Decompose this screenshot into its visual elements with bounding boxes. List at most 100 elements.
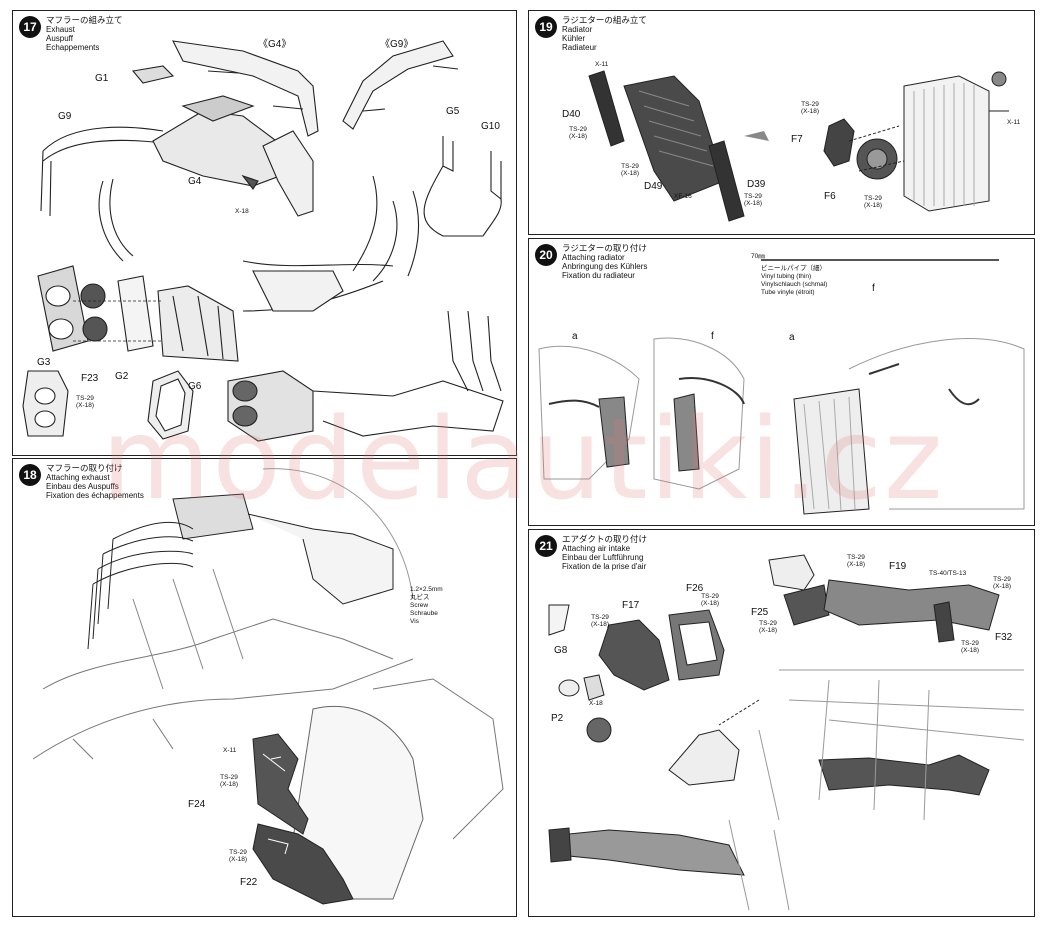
step-title-en: Attaching exhaust [46,473,110,482]
step-17-panel: 17 マフラーの組み立て Exhaust Auspuff Echappement… [12,10,517,456]
label-a2: a [789,332,795,343]
label-F26: F26 [686,583,704,594]
label-ts29a: TS-29 (X-18) [569,126,588,140]
step-title-fr: Fixation des échappements [46,491,144,500]
label-g4-ref: 《G4》 [258,39,292,50]
label-f1: f [711,331,714,342]
label-ts29e: TS-29 (X-18) [759,620,778,634]
air-intake-drawing [548,554,1025,911]
tube-de: Vinylschlauch (schmal) [761,281,828,288]
step-21-panel: 21 エアダクトの取り付け Attaching air intake Einba… [528,529,1035,917]
label-ts29b: TS-29 (X-18) [229,849,248,863]
label-G10: G10 [481,121,500,132]
label-F6: F6 [824,191,836,202]
label-D49: D49 [644,181,663,192]
screw-size: 1.2×2.5mm [410,586,443,593]
label-G1: G1 [95,73,109,84]
label-G6: G6 [188,381,202,392]
label-F7: F7 [791,134,803,145]
screw-en: Screw [410,602,429,609]
tube-size: 70㎜ [751,253,765,260]
step-number: 20 [535,244,557,266]
label-F22: F22 [240,877,258,888]
label-a1: a [572,331,578,342]
label-F32: F32 [995,632,1013,643]
step-title-fr: Echappements [46,43,100,52]
tube-fr: Tube vinyle (étroit) [761,289,815,296]
step-18-panel: 18 マフラーの取り付け Attaching exhaust Einbau de… [12,458,517,917]
label-D40: D40 [562,109,581,120]
step-19-header: 19 ラジエターの組み立て Radiator Kühler Radiateur [535,16,647,52]
step-title-de: Anbringung des Kühlers [562,262,648,271]
label-P2: P2 [551,713,564,724]
step-title-fr: Radiateur [562,43,597,52]
step-title-fr: Fixation de la prise d'air [562,562,647,571]
exhaust-assembly-drawing [22,40,504,442]
step-number: 18 [19,464,41,486]
label-x18: X-18 [589,700,603,707]
label-ts29b: TS-29 (X-18) [621,163,640,177]
step-19-panel: 19 ラジエターの組み立て Radiator Kühler Radiateur … [528,10,1035,235]
step-number: 19 [535,16,557,38]
label-ts29d: TS-29 (X-18) [993,576,1012,590]
label-ts29c: TS-29 (X-18) [847,554,866,568]
screw-jp: 丸ビス [410,594,430,601]
label-F17: F17 [622,600,640,611]
label-ts29e: TS-29 (X-18) [864,195,883,209]
label-ts29: TS-29 (X-18) [76,395,95,409]
step-title-de: Einbau des Auspuffs [46,482,119,491]
step-20-header: 20 ラジエターの取り付け Attaching radiator Anbring… [535,244,647,280]
step-title-de: Kühler [562,34,586,43]
step-title-en: Attaching radiator [562,253,625,262]
step-title-de: Auspuff [46,34,73,43]
label-G5: G5 [446,106,460,117]
step-title-en: Exhaust [46,25,75,34]
step-title-fr: Fixation du radiateur [562,271,635,280]
step-17-header: 17 マフラーの組み立て Exhaust Auspuff Echappement… [19,16,123,52]
label-D39: D39 [747,179,766,190]
label-F25: F25 [751,607,769,618]
label-ts29c: TS-29 (X-18) [744,193,763,207]
exhaust-installation-drawing [32,468,504,905]
label-F19: F19 [889,561,907,572]
label-x18: X-18 [235,208,249,215]
step-title-en: Radiator [562,25,593,34]
radiator-installation-drawing [538,259,1025,515]
label-x11b: X-11 [1007,119,1021,126]
label-ts29d: TS-29 (X-18) [801,101,820,115]
step-title-jp: ラジエターの組み立て [562,15,647,25]
step-number: 17 [19,16,41,38]
step-number: 21 [535,535,557,557]
step-title-jp: ラジエターの取り付け [562,243,647,253]
label-F24: F24 [188,799,206,810]
label-G9: G9 [58,111,72,122]
tube-jp: ビニールパイプ（細） [761,265,826,272]
step-20-panel: 20 ラジエターの取り付け Attaching radiator Anbring… [528,238,1035,526]
label-ts29a: TS-29 (X-18) [701,593,720,607]
label-g9-ref: 《G9》 [380,39,414,50]
label-G4: G4 [188,176,202,187]
label-x11: X-11 [595,61,609,68]
label-G2: G2 [115,371,129,382]
label-ts29: TS-29 (X-18) [220,774,239,788]
step-title-jp: エアダクトの取り付け [562,534,648,544]
screw-fr: Vis [410,618,419,625]
label-ts29b: TS-29 (X-18) [591,614,610,628]
label-G3: G3 [37,357,51,368]
label-x11: X-11 [223,747,237,754]
step-title-de: Einbau der Luftführung [562,553,644,562]
step-21-header: 21 エアダクトの取り付け Attaching air intake Einba… [535,535,647,571]
radiator-assembly-drawing [588,70,1009,222]
tube-en: Vinyl tubing (thin) [761,273,812,280]
label-f2: f [872,283,875,294]
step-title-jp: マフラーの組み立て [46,15,123,25]
label-F23: F23 [81,373,99,384]
step-title-jp: マフラーの取り付け [46,463,123,473]
label-G8: G8 [554,645,568,656]
label-ts40: TS-40/TS-13 [929,570,967,577]
step-18-header: 18 マフラーの取り付け Attaching exhaust Einbau de… [19,464,144,500]
screw-de: Schraube [410,610,438,617]
label-ts29f: TS-29 (X-18) [961,640,980,654]
step-title-en: Attaching air intake [562,544,631,553]
label-xf16: XF-16 [674,193,692,200]
